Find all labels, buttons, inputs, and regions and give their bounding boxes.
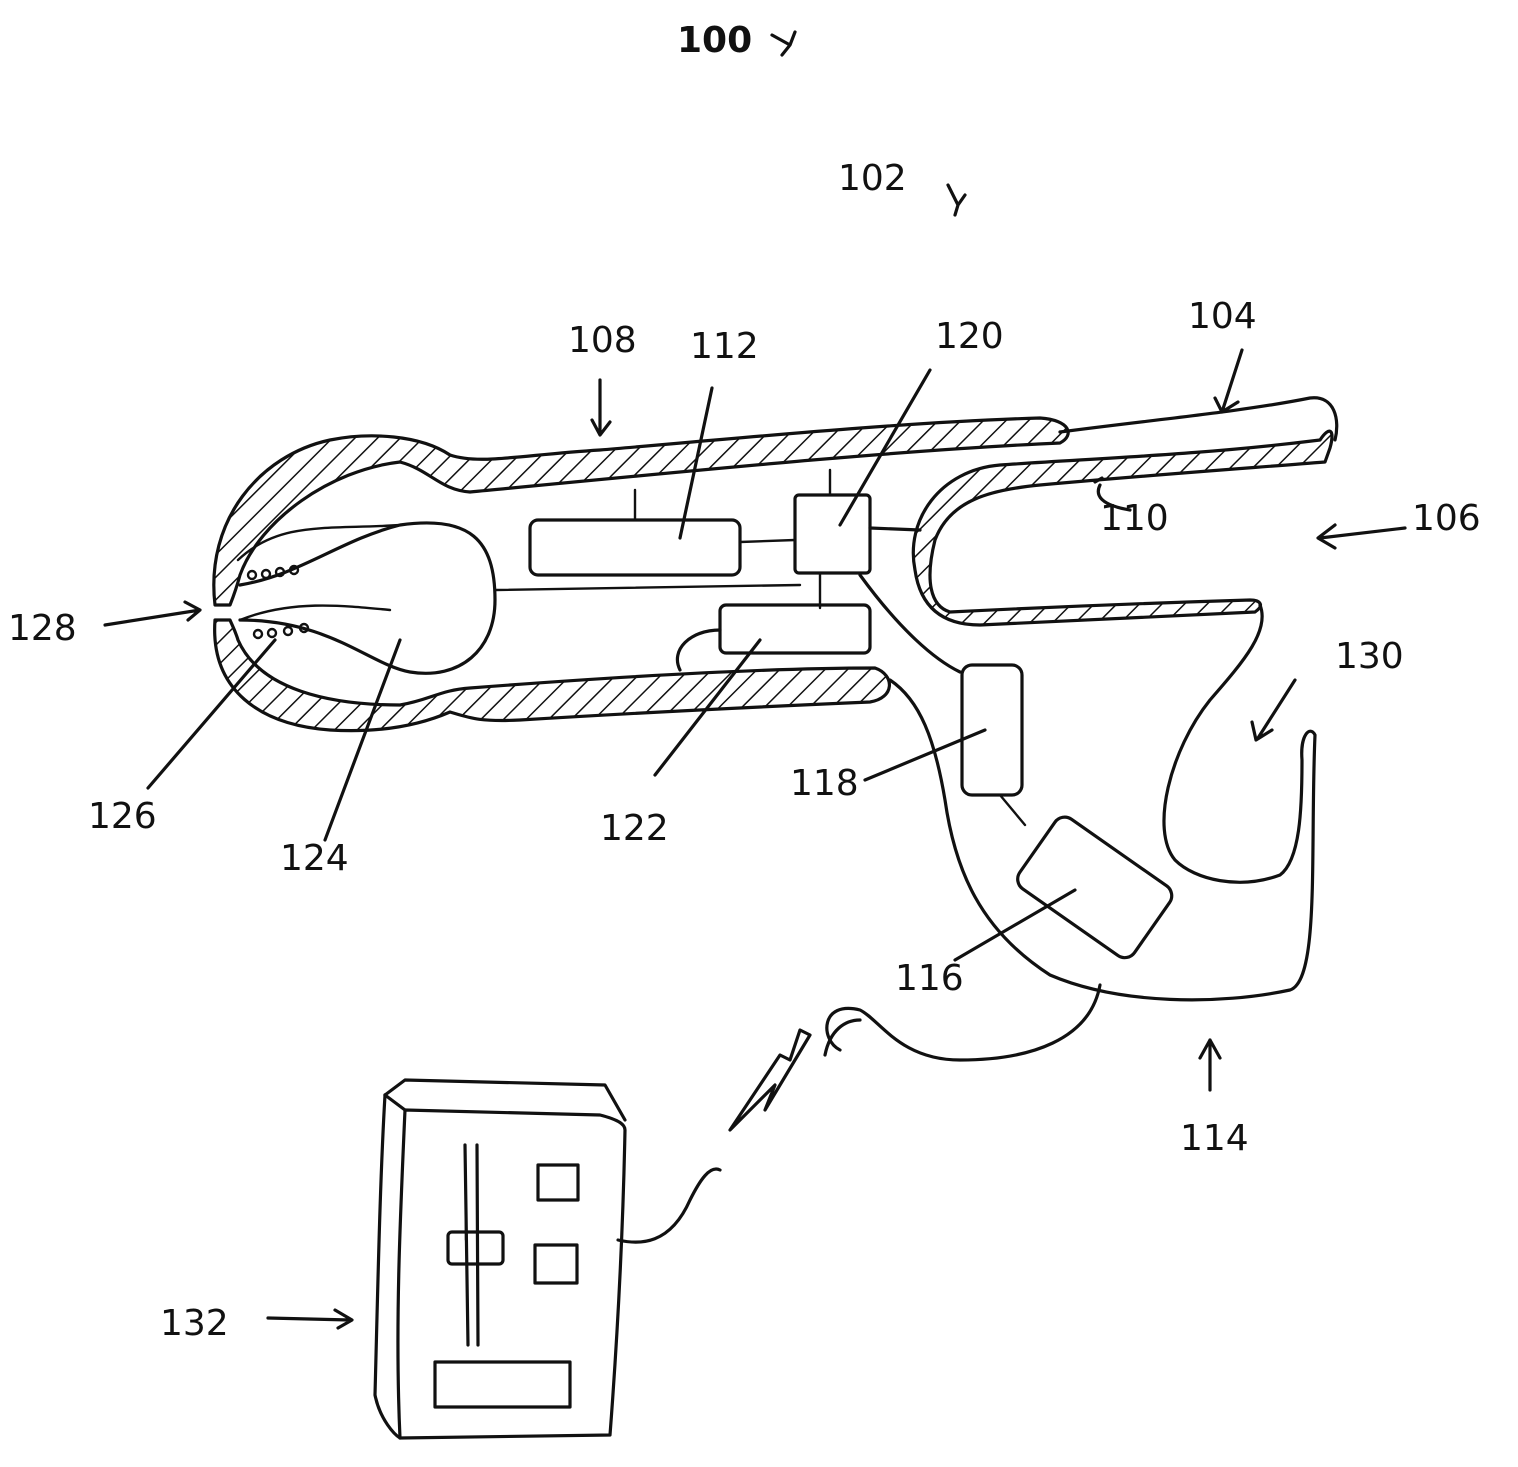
label-104: 104 xyxy=(1188,296,1257,337)
label-116: 116 xyxy=(895,958,964,999)
component-118 xyxy=(962,665,1022,795)
bulb-124 xyxy=(240,523,495,673)
component-120 xyxy=(795,495,870,573)
plate-104 xyxy=(1060,398,1337,440)
label-130: 130 xyxy=(1335,636,1404,677)
label-122: 122 xyxy=(600,808,669,849)
label-132: 132 xyxy=(160,1303,229,1344)
label-112: 112 xyxy=(690,326,759,367)
label-118: 118 xyxy=(790,763,859,804)
label-124: 124 xyxy=(280,838,349,879)
label-106: 106 xyxy=(1412,498,1481,539)
label-120: 120 xyxy=(935,316,1004,357)
remote-132 xyxy=(375,1080,720,1438)
label-108: 108 xyxy=(568,320,637,361)
component-116 xyxy=(1013,812,1176,962)
label-100: 100 xyxy=(677,20,752,61)
label-114: 114 xyxy=(1180,1118,1249,1159)
handle-114 xyxy=(890,605,1315,1000)
holes-126 xyxy=(248,566,308,638)
label-128: 128 xyxy=(8,608,77,649)
component-122 xyxy=(720,605,870,653)
component-112 xyxy=(530,520,740,575)
label-126: 126 xyxy=(88,796,157,837)
lower-housing-wall xyxy=(215,620,890,731)
wireless-signal xyxy=(730,1030,810,1130)
label-102: 102 xyxy=(838,158,907,199)
label-110: 110 xyxy=(1100,498,1169,539)
